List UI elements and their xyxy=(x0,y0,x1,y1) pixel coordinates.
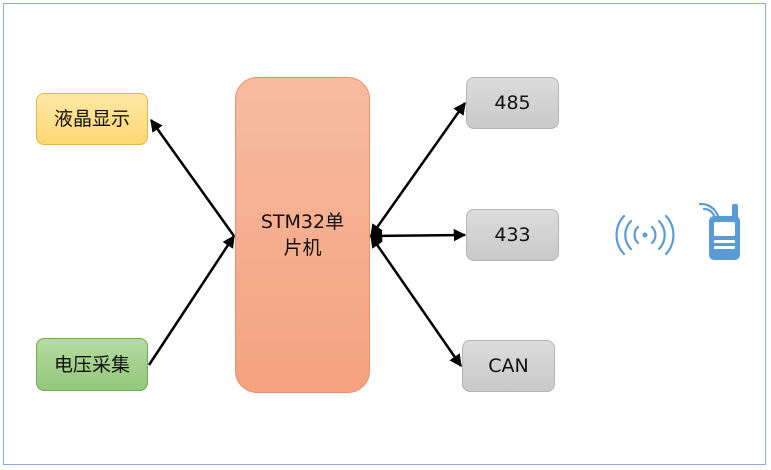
arrow-mcu-485 xyxy=(369,101,467,238)
rs485-box: 485 xyxy=(466,77,559,129)
arrow-mcu-to-lcd xyxy=(149,118,236,237)
mcu-label-line1: STM32单 xyxy=(260,211,345,233)
wireless-group xyxy=(612,200,742,264)
lcd-display-box: 液晶显示 xyxy=(36,93,148,145)
lcd-display-label: 液晶显示 xyxy=(53,108,130,130)
voltage-acquisition-box: 电压采集 xyxy=(36,338,148,391)
mobile-phone-icon xyxy=(698,202,740,260)
arrow-mcu-433 xyxy=(369,228,467,243)
rf433-label: 433 xyxy=(494,224,531,246)
arrow-voltage-to-mcu xyxy=(147,234,236,366)
wireless-signal-icon xyxy=(615,214,675,256)
rs485-label: 485 xyxy=(494,92,531,114)
can-box: CAN xyxy=(462,340,555,392)
voltage-acquisition-label: 电压采集 xyxy=(53,353,130,376)
stm32-mcu-box: STM32单 片机 xyxy=(235,77,370,393)
mcu-label-line2: 片机 xyxy=(283,237,322,259)
can-label: CAN xyxy=(488,355,529,377)
arrow-mcu-can xyxy=(369,234,463,368)
rf433-box: 433 xyxy=(466,209,559,261)
